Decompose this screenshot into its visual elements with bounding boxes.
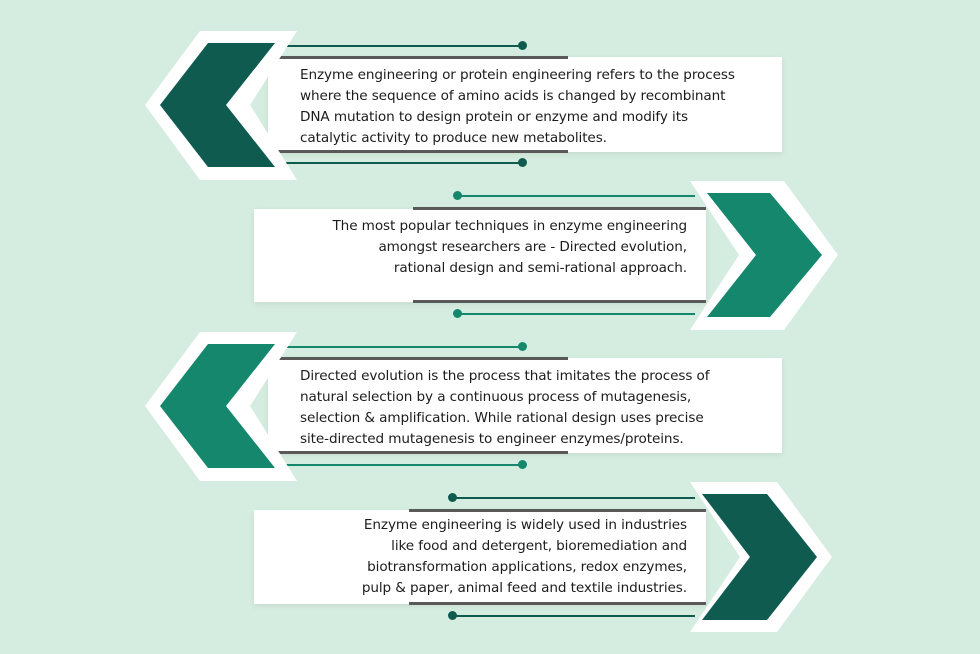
connector-line (285, 162, 523, 164)
connector-dot (518, 41, 527, 50)
connector-dot (448, 611, 457, 620)
step-text: Directed evolution is the process that i… (300, 366, 710, 450)
connector-dot (518, 342, 527, 351)
connector-line (285, 346, 523, 348)
divider-line (277, 451, 568, 454)
text-line: pulp & paper, animal feed and textile in… (361, 580, 687, 596)
text-box (254, 510, 706, 604)
text-line: rational design and semi-rational approa… (393, 260, 687, 276)
text-line: catalytic activity to produce new metabo… (300, 130, 607, 146)
step-text: Enzyme engineering is widely used in ind… (254, 515, 687, 599)
text-line: natural selection by a continuous proces… (300, 389, 692, 405)
text-line: Enzyme engineering is widely used in ind… (363, 517, 687, 533)
step-text: The most popular techniques in enzyme en… (254, 216, 687, 279)
connector-dot (448, 493, 457, 502)
connector-line (285, 45, 523, 47)
connector-line (453, 497, 695, 499)
divider-line (413, 300, 706, 303)
text-line: where the sequence of amino acids is cha… (300, 88, 726, 104)
connector-dot (453, 191, 462, 200)
text-box (268, 57, 782, 152)
text-line: site-directed mutagenesis to engineer en… (300, 431, 684, 447)
text-line: selection & amplification. While rationa… (300, 410, 704, 426)
divider-line (409, 509, 706, 512)
text-box (254, 209, 706, 302)
text-line: Enzyme engineering or protein engineerin… (300, 67, 735, 83)
divider-line (277, 357, 568, 360)
divider-line (277, 56, 568, 59)
divider-line (409, 602, 706, 605)
connector-dot (518, 460, 527, 469)
connector-dot (518, 158, 527, 167)
connector-line (285, 464, 523, 466)
connector-line (453, 615, 695, 617)
text-line: biotransformation applications, redox en… (367, 559, 687, 575)
text-line: like food and detergent, bioremediation … (391, 538, 687, 554)
text-line: Directed evolution is the process that i… (300, 368, 710, 384)
text-line: amongst researchers are - Directed evolu… (378, 239, 687, 255)
text-line: DNA mutation to design protein or enzyme… (300, 109, 688, 125)
connector-line (458, 313, 695, 315)
text-box (268, 358, 782, 453)
step-text: Enzyme engineering or protein engineerin… (300, 65, 735, 149)
divider-line (413, 207, 706, 210)
divider-line (277, 150, 568, 153)
connector-line (458, 195, 695, 197)
text-line: The most popular techniques in enzyme en… (332, 218, 687, 234)
connector-dot (453, 309, 462, 318)
